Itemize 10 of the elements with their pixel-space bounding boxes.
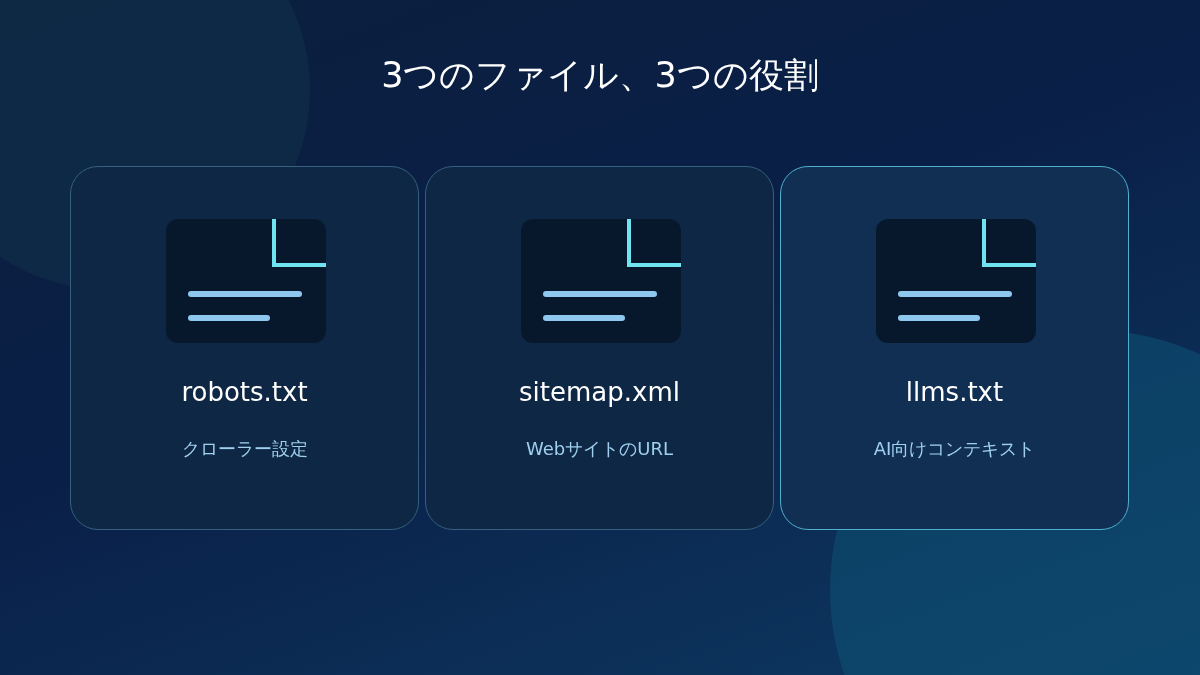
file-card: [425, 166, 774, 530]
file-description: AI向けコンテキスト: [872, 437, 1037, 461]
file-name: llms.txt: [904, 377, 1005, 407]
file-name: sitemap.xml: [518, 377, 681, 407]
file-name: robots.txt: [180, 377, 309, 407]
file-card: [780, 166, 1129, 530]
file-description: クローラー設定: [180, 437, 309, 461]
file-card: [70, 166, 419, 530]
file-description: WebサイトのURL: [525, 437, 674, 461]
title: 3つのファイル、3つの役割: [380, 54, 820, 97]
